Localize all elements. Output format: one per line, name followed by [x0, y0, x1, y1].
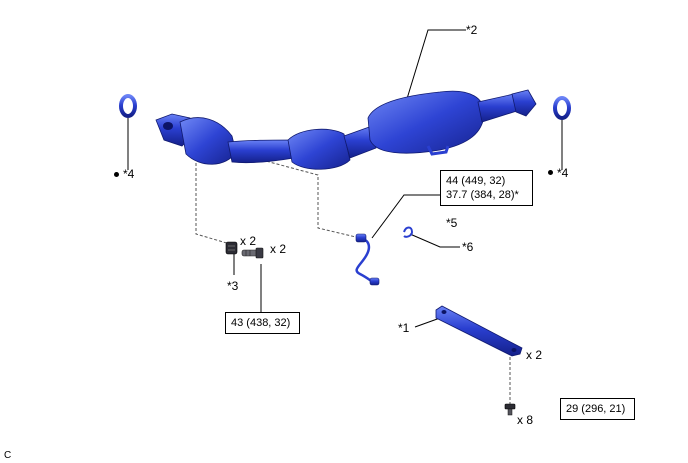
callout-part4-left: *4	[123, 167, 135, 181]
bracket-bolt	[504, 403, 516, 416]
qty-stud-nut: x 2	[240, 234, 257, 248]
torque-box-sensor: 44 (449, 32) 37.7 (384, 28)*	[440, 170, 533, 206]
callout-part5: *5	[446, 216, 458, 230]
callout-part6: *6	[462, 240, 474, 254]
gasket-left	[119, 94, 137, 118]
dashed-stud	[195, 148, 231, 245]
oxygen-sensor	[355, 233, 380, 286]
callout-part4-right: *4	[557, 166, 569, 180]
leader-part1	[414, 317, 441, 328]
leader-part2	[405, 29, 466, 103]
torque-sensor-line1: 44 (449, 32)	[446, 175, 506, 187]
converter-hook	[426, 145, 450, 156]
exhaust-pipe-assembly	[155, 89, 537, 170]
front-converter	[179, 117, 237, 165]
rear-flange	[511, 89, 537, 117]
pipe-front	[227, 139, 295, 164]
qty-bracket-bolts: x 8	[517, 413, 534, 427]
figure-code: C	[4, 450, 12, 461]
main-converter	[367, 90, 485, 154]
middle-converter	[287, 128, 351, 170]
qty-bolt: x 2	[270, 242, 287, 256]
qty-bracket: x 2	[526, 348, 543, 362]
dashed-lines	[195, 148, 511, 404]
torque-sensor-line2: 37.7 (384, 28)*	[446, 189, 519, 201]
torque-box-stud: 43 (438, 32)	[225, 312, 300, 334]
pipe-middle	[343, 125, 377, 159]
leader-part6	[409, 233, 460, 248]
callout-part2: *2	[466, 23, 478, 37]
leader-lines	[127, 29, 563, 328]
leader-sensor-torque	[371, 194, 440, 239]
dashed-sensor	[261, 159, 361, 239]
bracket	[435, 305, 523, 357]
bullet-part4-right	[548, 170, 553, 175]
bullet-part4-left	[114, 172, 119, 177]
torque-box-bracket-bolt: 29 (296, 21)	[560, 398, 635, 420]
callout-part3: *3	[227, 279, 239, 293]
stud-nut	[225, 241, 238, 255]
stud-bolt	[241, 247, 264, 259]
clip	[403, 226, 414, 238]
callout-part1: *1	[398, 321, 410, 335]
gasket-right	[553, 96, 571, 120]
